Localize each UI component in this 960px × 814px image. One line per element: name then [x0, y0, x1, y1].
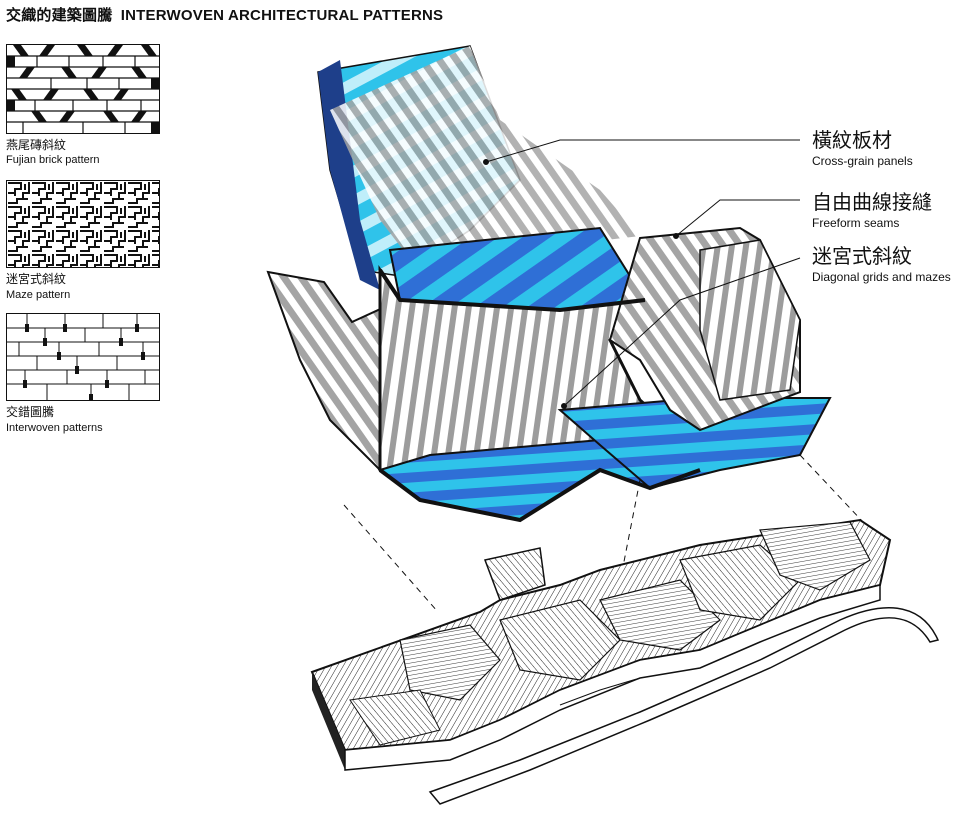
callout-maze-en: Diagonal grids and mazes	[812, 270, 951, 284]
maze-swatch	[6, 180, 160, 268]
interwoven-swatch	[6, 313, 160, 401]
page-title: 交織的建築圖騰 INTERWOVEN ARCHITECTURAL PATTERN…	[6, 4, 443, 25]
callout-cross-grain-cn: 橫紋板材	[812, 128, 892, 152]
site-model	[310, 518, 940, 805]
maze-label-en: Maze pattern	[6, 289, 71, 301]
callout-freeform-en: Freeform seams	[812, 216, 900, 230]
callout-freeform-cn: 自由曲線接縫	[812, 190, 932, 214]
upper-building-form	[266, 45, 832, 523]
fujian-brick-label-cn: 燕尾磚斜紋	[6, 138, 67, 152]
fujian-brick-swatch	[6, 44, 160, 134]
fujian-brick-label-en: Fujian brick pattern	[6, 154, 100, 166]
callout-maze-cn: 迷宮式斜紋	[812, 244, 912, 268]
maze-label-cn: 迷宮式斜紋	[6, 272, 67, 286]
callout-cross-grain-en: Cross-grain panels	[812, 154, 913, 168]
title-chinese: 交織的建築圖騰	[6, 6, 113, 24]
callout-leaders	[483, 139, 801, 409]
title-english: INTERWOVEN ARCHITECTURAL PATTERNS	[120, 7, 444, 24]
interwoven-label-cn: 交錯圖騰	[6, 405, 55, 419]
projection-lines	[343, 454, 881, 613]
interwoven-label-en: Interwoven patterns	[6, 422, 103, 434]
